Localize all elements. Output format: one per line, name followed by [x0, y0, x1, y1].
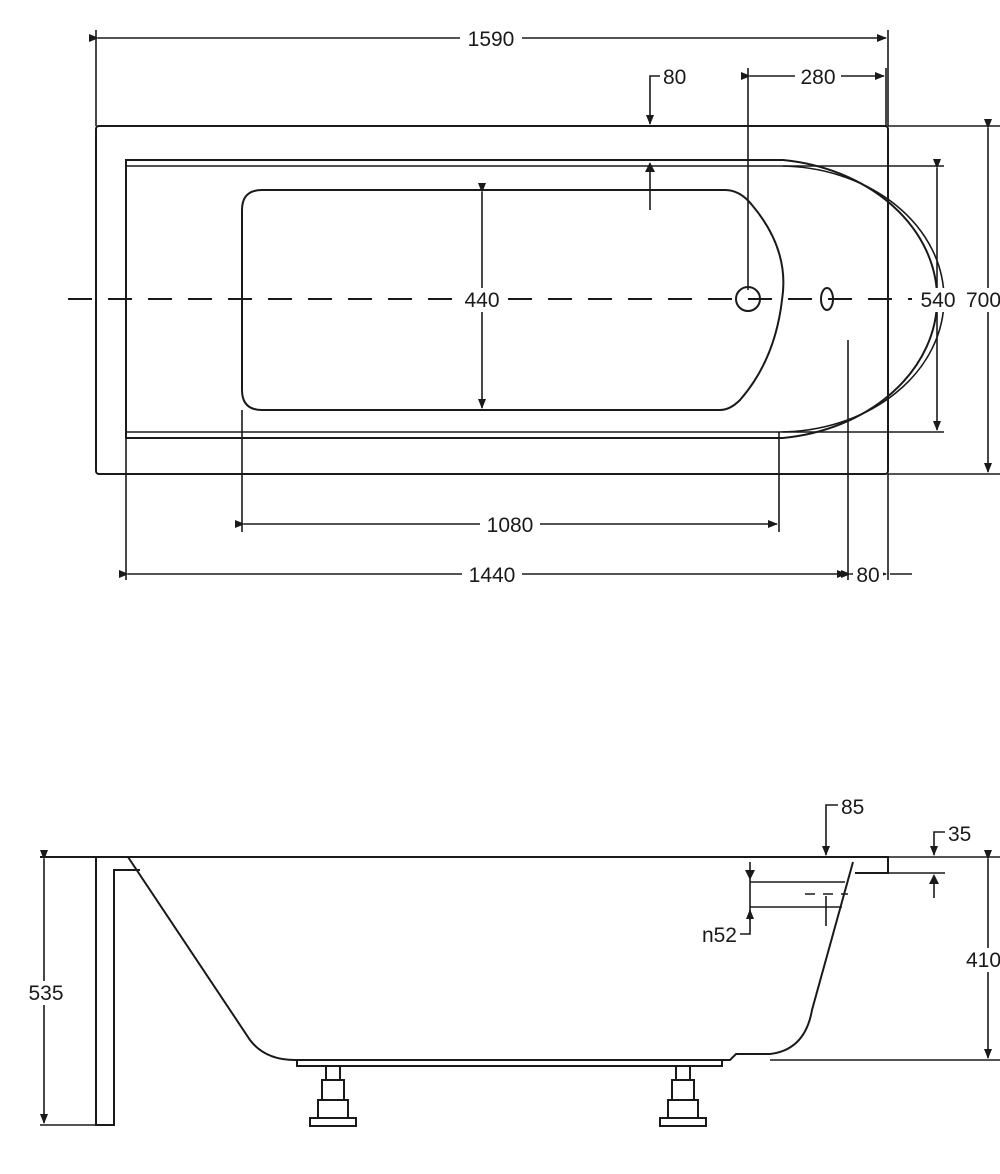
foot-left-icon	[309, 1065, 357, 1127]
dim-inner-width: 540	[920, 289, 955, 312]
top-view: 1590 80 280 440 540 700 1080	[68, 26, 1000, 587]
rim-block	[750, 856, 889, 874]
dim-depth: 410	[966, 949, 1000, 972]
dim-inner-length: 1440	[469, 564, 516, 587]
tub-body	[127, 856, 854, 1061]
side-view: 85 35 n52 535 410	[24, 796, 1000, 1127]
dim-rim-thickness: 35	[948, 823, 971, 846]
dim-edge-offset: 80	[663, 66, 686, 89]
dim-basin-length: 1080	[487, 514, 534, 537]
dim-drain-offset: 280	[800, 66, 835, 89]
dim-rim-width: 85	[841, 796, 864, 819]
basin-outline	[241, 189, 785, 411]
base-plate	[296, 1059, 723, 1067]
dim-overall-length: 1590	[468, 28, 515, 51]
dim-overall-width: 700	[966, 289, 1000, 312]
dim-overflow-diameter: n52	[702, 924, 737, 947]
dim-end-offset: 80	[856, 564, 879, 587]
dim-basin-width: 440	[464, 289, 499, 312]
foot-right-icon	[659, 1065, 707, 1127]
dim-overall-height: 535	[28, 982, 63, 1005]
front-panel	[95, 857, 140, 1126]
